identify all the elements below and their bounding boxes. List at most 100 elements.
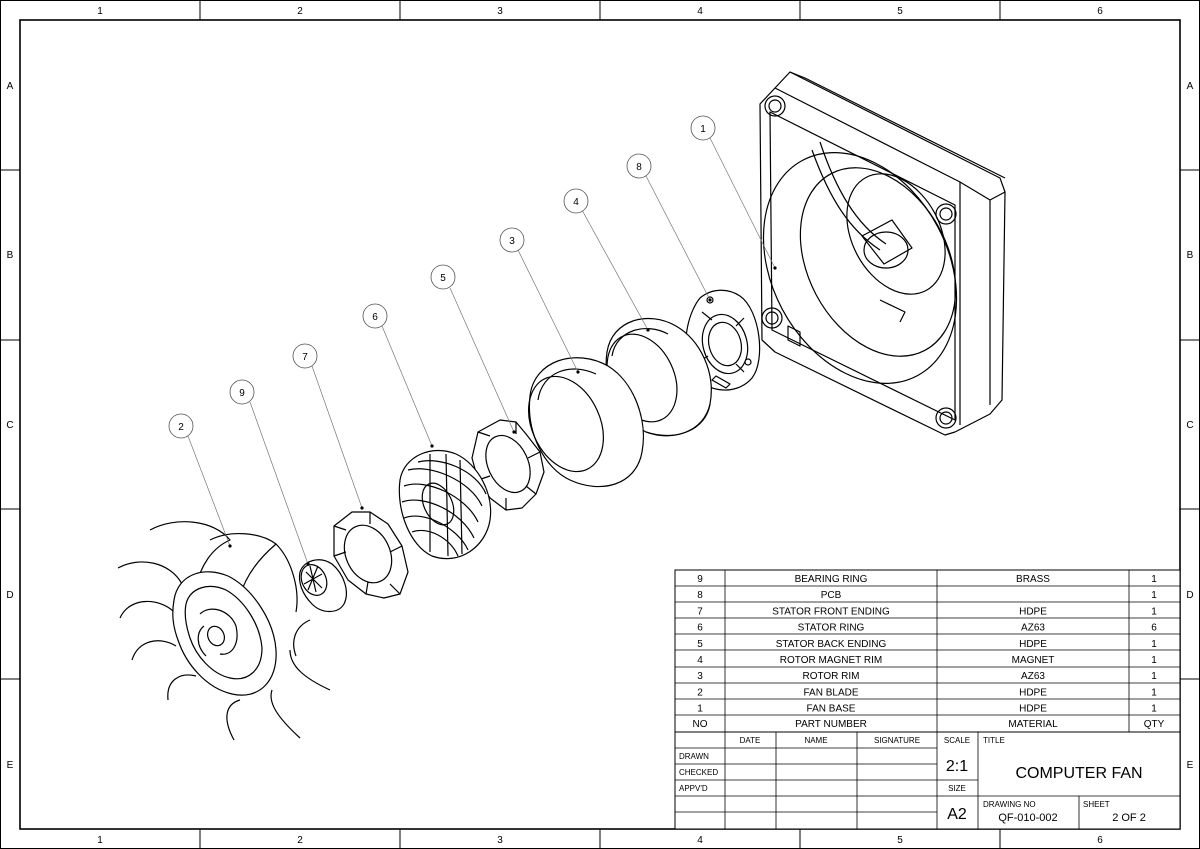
balloon-9 [229,379,255,405]
bom-cell-qty: 1 [1151,655,1157,666]
balloon-7 [292,343,318,369]
zone-col-top: 1 [97,6,103,17]
bom-cell-qty: 1 [1151,639,1157,650]
zone-col-top: 3 [497,6,503,17]
zone-row-left: A [7,81,14,92]
bom-cell-qty: 1 [1151,687,1157,698]
bom-cell-no: 1 [697,704,703,715]
tb-title-label: TITLE [983,736,1005,745]
bom-cell-no: 6 [697,623,703,634]
leader-dots [228,266,777,566]
tb-row-checked: CHECKED [679,768,718,777]
balloon-1 [690,115,716,141]
bom-cell-qty: 1 [1151,671,1157,682]
bom-cell-no: 5 [697,639,703,650]
zone-row-left: E [7,760,14,771]
tb-drawing-no-value: QF-010-002 [998,812,1057,824]
zone-col-bottom: 1 [97,835,103,846]
zone-row-right: B [1187,250,1194,261]
balloon-4 [563,188,589,214]
zone-row-labels: A B C D E A B C D E [6,81,1193,771]
bom-cell-material: HDPE [1019,687,1047,698]
bom-cell-part: STATOR FRONT ENDING [772,606,890,617]
zone-col-top: 5 [897,6,903,17]
balloon-label: 7 [302,352,308,363]
balloon-label: 6 [372,312,378,323]
balloon-8 [626,153,652,179]
bom-cell-part: FAN BASE [807,704,856,715]
bom-header-part: PART NUMBER [795,719,867,730]
balloon-label: 9 [239,388,245,399]
tb-size-label: SIZE [948,784,966,793]
zone-row-left: C [6,420,13,431]
bom-cell-qty: 1 [1151,704,1157,715]
balloon-3 [499,227,525,253]
bom-header-no: NO [693,719,708,730]
balloon-label: 8 [636,162,642,173]
bom-header-row: NO PART NUMBER MATERIAL QTY [693,719,1165,730]
tb-scale-label: SCALE [944,736,970,745]
balloon-5 [430,264,456,290]
bom-cell-part: ROTOR RIM [802,671,859,682]
balloon-2 [168,413,194,439]
exploded-view [117,71,1006,741]
zone-col-top: 2 [297,6,303,17]
tb-row-drawn: DRAWN [679,752,709,761]
zone-col-bottom: 4 [697,835,703,846]
bom-cell-part: STATOR BACK ENDING [776,639,887,650]
bom-cell-material: HDPE [1019,704,1047,715]
part-fan-base [759,71,1006,436]
part-stator-back-ending [471,419,545,511]
bom-cell-no: 7 [697,606,703,617]
balloon-label: 2 [178,422,184,433]
bom-cell-no: 2 [697,687,703,698]
part-bearing-ring [298,559,347,613]
bom-cell-material: HDPE [1019,639,1047,650]
leader-lines [187,137,776,565]
zone-col-bottom: 2 [297,835,303,846]
bom-cell-qty: 1 [1151,574,1157,585]
tb-col-name: NAME [804,736,827,745]
part-rotor-rim [528,357,644,488]
tb-size-value: A2 [947,806,967,823]
bom-cell-part: STATOR RING [798,623,865,634]
bom-cell-part: PCB [821,590,842,601]
zone-col-top: 4 [697,6,703,17]
zone-col-bottom: 5 [897,835,903,846]
tb-sheet-value: 2 OF 2 [1112,812,1146,824]
bom-cell-part: BEARING RING [795,574,868,585]
zone-col-top: 6 [1097,6,1103,17]
balloon-label: 5 [440,273,446,284]
bom-cell-material: AZ63 [1021,623,1045,634]
balloon-label: 1 [700,124,706,135]
zone-row-left: D [6,590,13,601]
part-stator-front-ending [333,511,409,599]
tb-sheet-label: SHEET [1083,800,1110,809]
bom-cell-material: MAGNET [1012,655,1055,666]
bom-header-material: MATERIAL [1008,719,1058,730]
balloon-label: 3 [509,236,515,247]
zone-row-right: D [1186,590,1193,601]
zone-column-labels: 1 2 3 4 5 6 1 2 3 4 5 6 [97,6,1103,846]
bom-cell-no: 4 [697,655,703,666]
balloon-circles [168,115,716,439]
balloon-label: 4 [573,197,579,208]
zone-row-right: A [1187,81,1194,92]
title-block: DATE NAME SIGNATURE DRAWN CHECKED APPV'D… [674,731,1181,830]
bom-cell-qty: 6 [1151,623,1157,634]
part-fan-blade [117,521,331,741]
bom-cell-material: HDPE [1019,606,1047,617]
zone-col-bottom: 3 [497,835,503,846]
zone-col-bottom: 6 [1097,835,1103,846]
tb-title-value: COMPUTER FAN [1015,765,1142,782]
bom-cell-qty: 1 [1151,590,1157,601]
zone-row-right: C [1186,420,1193,431]
bom-cell-no: 3 [697,671,703,682]
bom-cell-part: FAN BLADE [803,687,858,698]
tb-drawing-no-label: DRAWING NO [983,800,1036,809]
tb-scale-value: 2:1 [946,758,968,775]
tb-col-signature: SIGNATURE [874,736,920,745]
